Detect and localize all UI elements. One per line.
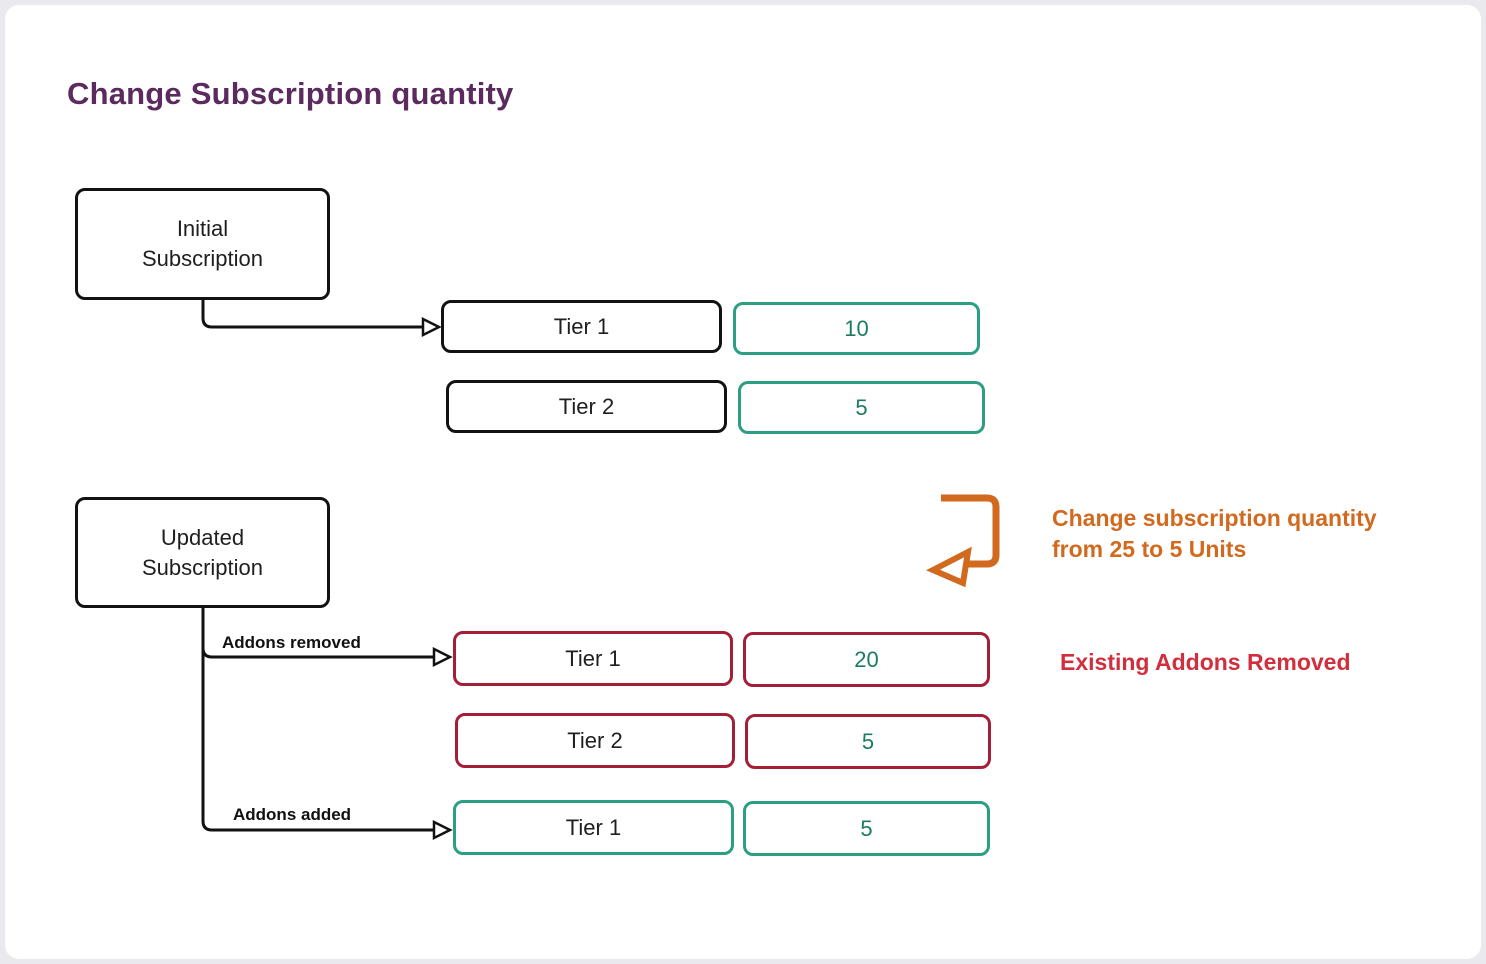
initial-subscription-label: Initial Subscription xyxy=(141,216,264,271)
updated-subscription-label: Updated Subscription xyxy=(141,524,264,580)
removed-tier1-node: Tier 1 xyxy=(453,631,733,686)
tier-label: Tier 2 xyxy=(567,727,623,753)
tier-label: Tier 1 xyxy=(565,645,621,671)
addons-removed-branch-label: Addons removed xyxy=(222,633,361,652)
removed-tier2-quantity: 5 xyxy=(745,714,991,769)
tier-label: Tier 2 xyxy=(558,393,615,419)
added-tier1-quantity: 5 xyxy=(743,801,990,856)
removed-tier1-quantity: 20 xyxy=(743,632,990,687)
initial-tier2-quantity: 5 xyxy=(738,381,985,434)
initial-subscription-node: Initial Subscription xyxy=(75,188,330,300)
tier-label: Tier 1 xyxy=(553,313,610,339)
quantity-value: 10 xyxy=(844,315,869,341)
quantity-value: 5 xyxy=(855,394,868,420)
tier-label: Tier 1 xyxy=(565,814,622,840)
change-quantity-note: Change subscription quantity from 25 to … xyxy=(1052,505,1377,562)
quantity-value: 5 xyxy=(860,815,873,841)
page-title: Change Subscription quantity xyxy=(67,76,514,111)
removed-tier2-node: Tier 2 xyxy=(455,713,735,768)
initial-tier1-node: Tier 1 xyxy=(441,300,722,353)
quantity-value: 5 xyxy=(861,728,875,754)
updated-subscription-node: Updated Subscription xyxy=(75,497,330,608)
quantity-value: 20 xyxy=(854,646,879,672)
existing-addons-removed-note: Existing Addons Removed xyxy=(1060,649,1351,675)
initial-tier1-quantity: 10 xyxy=(733,302,980,355)
added-tier1-node: Tier 1 xyxy=(453,800,734,855)
addons-added-branch-label: Addons added xyxy=(233,805,352,824)
initial-tier2-node: Tier 2 xyxy=(446,380,727,433)
